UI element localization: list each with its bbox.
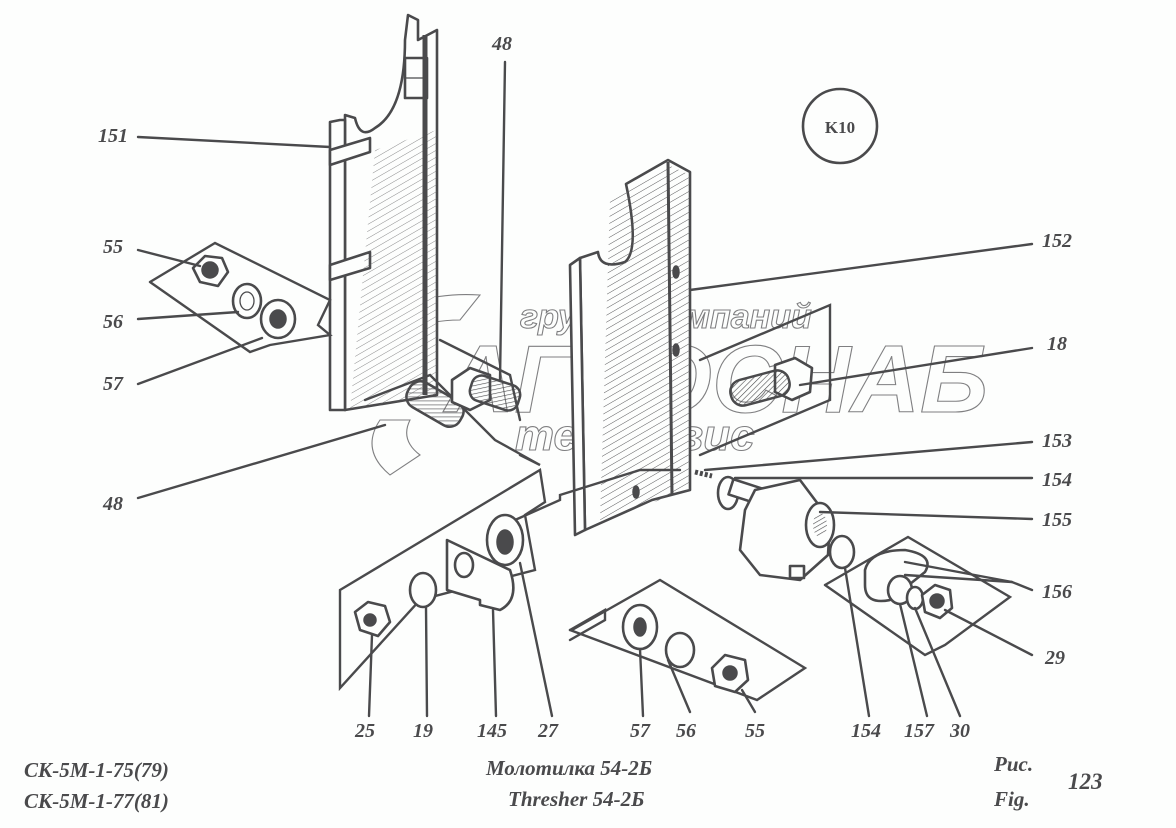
callout-30: 30: [949, 720, 970, 742]
callout-151: 151: [98, 125, 128, 147]
part-151-bracket: [328, 13, 439, 412]
title-english: Thresher 54-2Б: [508, 787, 645, 811]
callout-56: 56: [676, 720, 696, 742]
callout-29: 29: [1044, 647, 1065, 669]
section-badge: K10: [801, 87, 879, 165]
callout-156: 156: [1042, 581, 1072, 603]
lock-washer-56-lower: [664, 631, 696, 669]
callout-55: 55: [103, 236, 123, 258]
callout-27: 27: [537, 720, 559, 742]
bolt-18-group: [698, 303, 832, 457]
bolt-48-left: [405, 380, 465, 428]
hub-assembly-155: [694, 469, 836, 582]
leader-lines: [136, 60, 1034, 718]
callout-153: 153: [1042, 430, 1072, 452]
lock-washer-56-upper: [231, 282, 263, 320]
badge-label: K10: [825, 118, 855, 137]
right-fastener-group: [823, 534, 1013, 657]
flat-washer-57-upper: [259, 298, 297, 340]
callout-57: 57: [630, 720, 651, 742]
callout-18: 18: [1047, 333, 1067, 355]
washer-30: [905, 585, 925, 611]
callout-154: 154: [1042, 469, 1072, 491]
callout-labels: 151 55 56 57 48 48 152 18 153 154 155 15…: [98, 33, 1072, 742]
callout-155: 155: [1042, 509, 1072, 531]
callout-145: 145: [477, 720, 507, 742]
lock-washer-19: [408, 571, 438, 609]
model-code-1: СК-5М-1-75(79): [24, 758, 169, 782]
callout-55: 55: [745, 720, 765, 742]
watermark: группа компаний АГРОСНАБ техсервис: [369, 293, 988, 476]
callout-154: 154: [851, 720, 881, 742]
lower-left-fastener-group: [338, 468, 547, 692]
callout-19: 19: [413, 720, 433, 742]
figure-number: 123: [1068, 769, 1103, 794]
title-russian: Молотилка 54-2Б: [486, 756, 653, 780]
callout-56: 56: [103, 311, 123, 333]
watermark-line2: АГРОСНАБ: [443, 326, 988, 433]
model-code-2: СК-5М-1-77(81): [24, 789, 169, 813]
figure-label-english: Fig.: [994, 787, 1030, 811]
bolt-48-pair: [363, 338, 541, 467]
part-152-bracket: [513, 158, 692, 537]
callout-48: 48: [491, 33, 512, 55]
callout-48: 48: [102, 493, 123, 515]
washer-154-lower: [828, 534, 856, 570]
nut-55-upper: [191, 254, 230, 288]
callout-25: 25: [354, 720, 375, 742]
figure-label-russian: Рис.: [994, 752, 1034, 776]
bolt-48-right: [450, 366, 522, 412]
lower-middle-fastener-group: [568, 578, 808, 702]
callout-57: 57: [103, 373, 124, 395]
left-fastener-group: [148, 241, 333, 354]
callout-157: 157: [904, 720, 935, 742]
callout-152: 152: [1042, 230, 1072, 252]
